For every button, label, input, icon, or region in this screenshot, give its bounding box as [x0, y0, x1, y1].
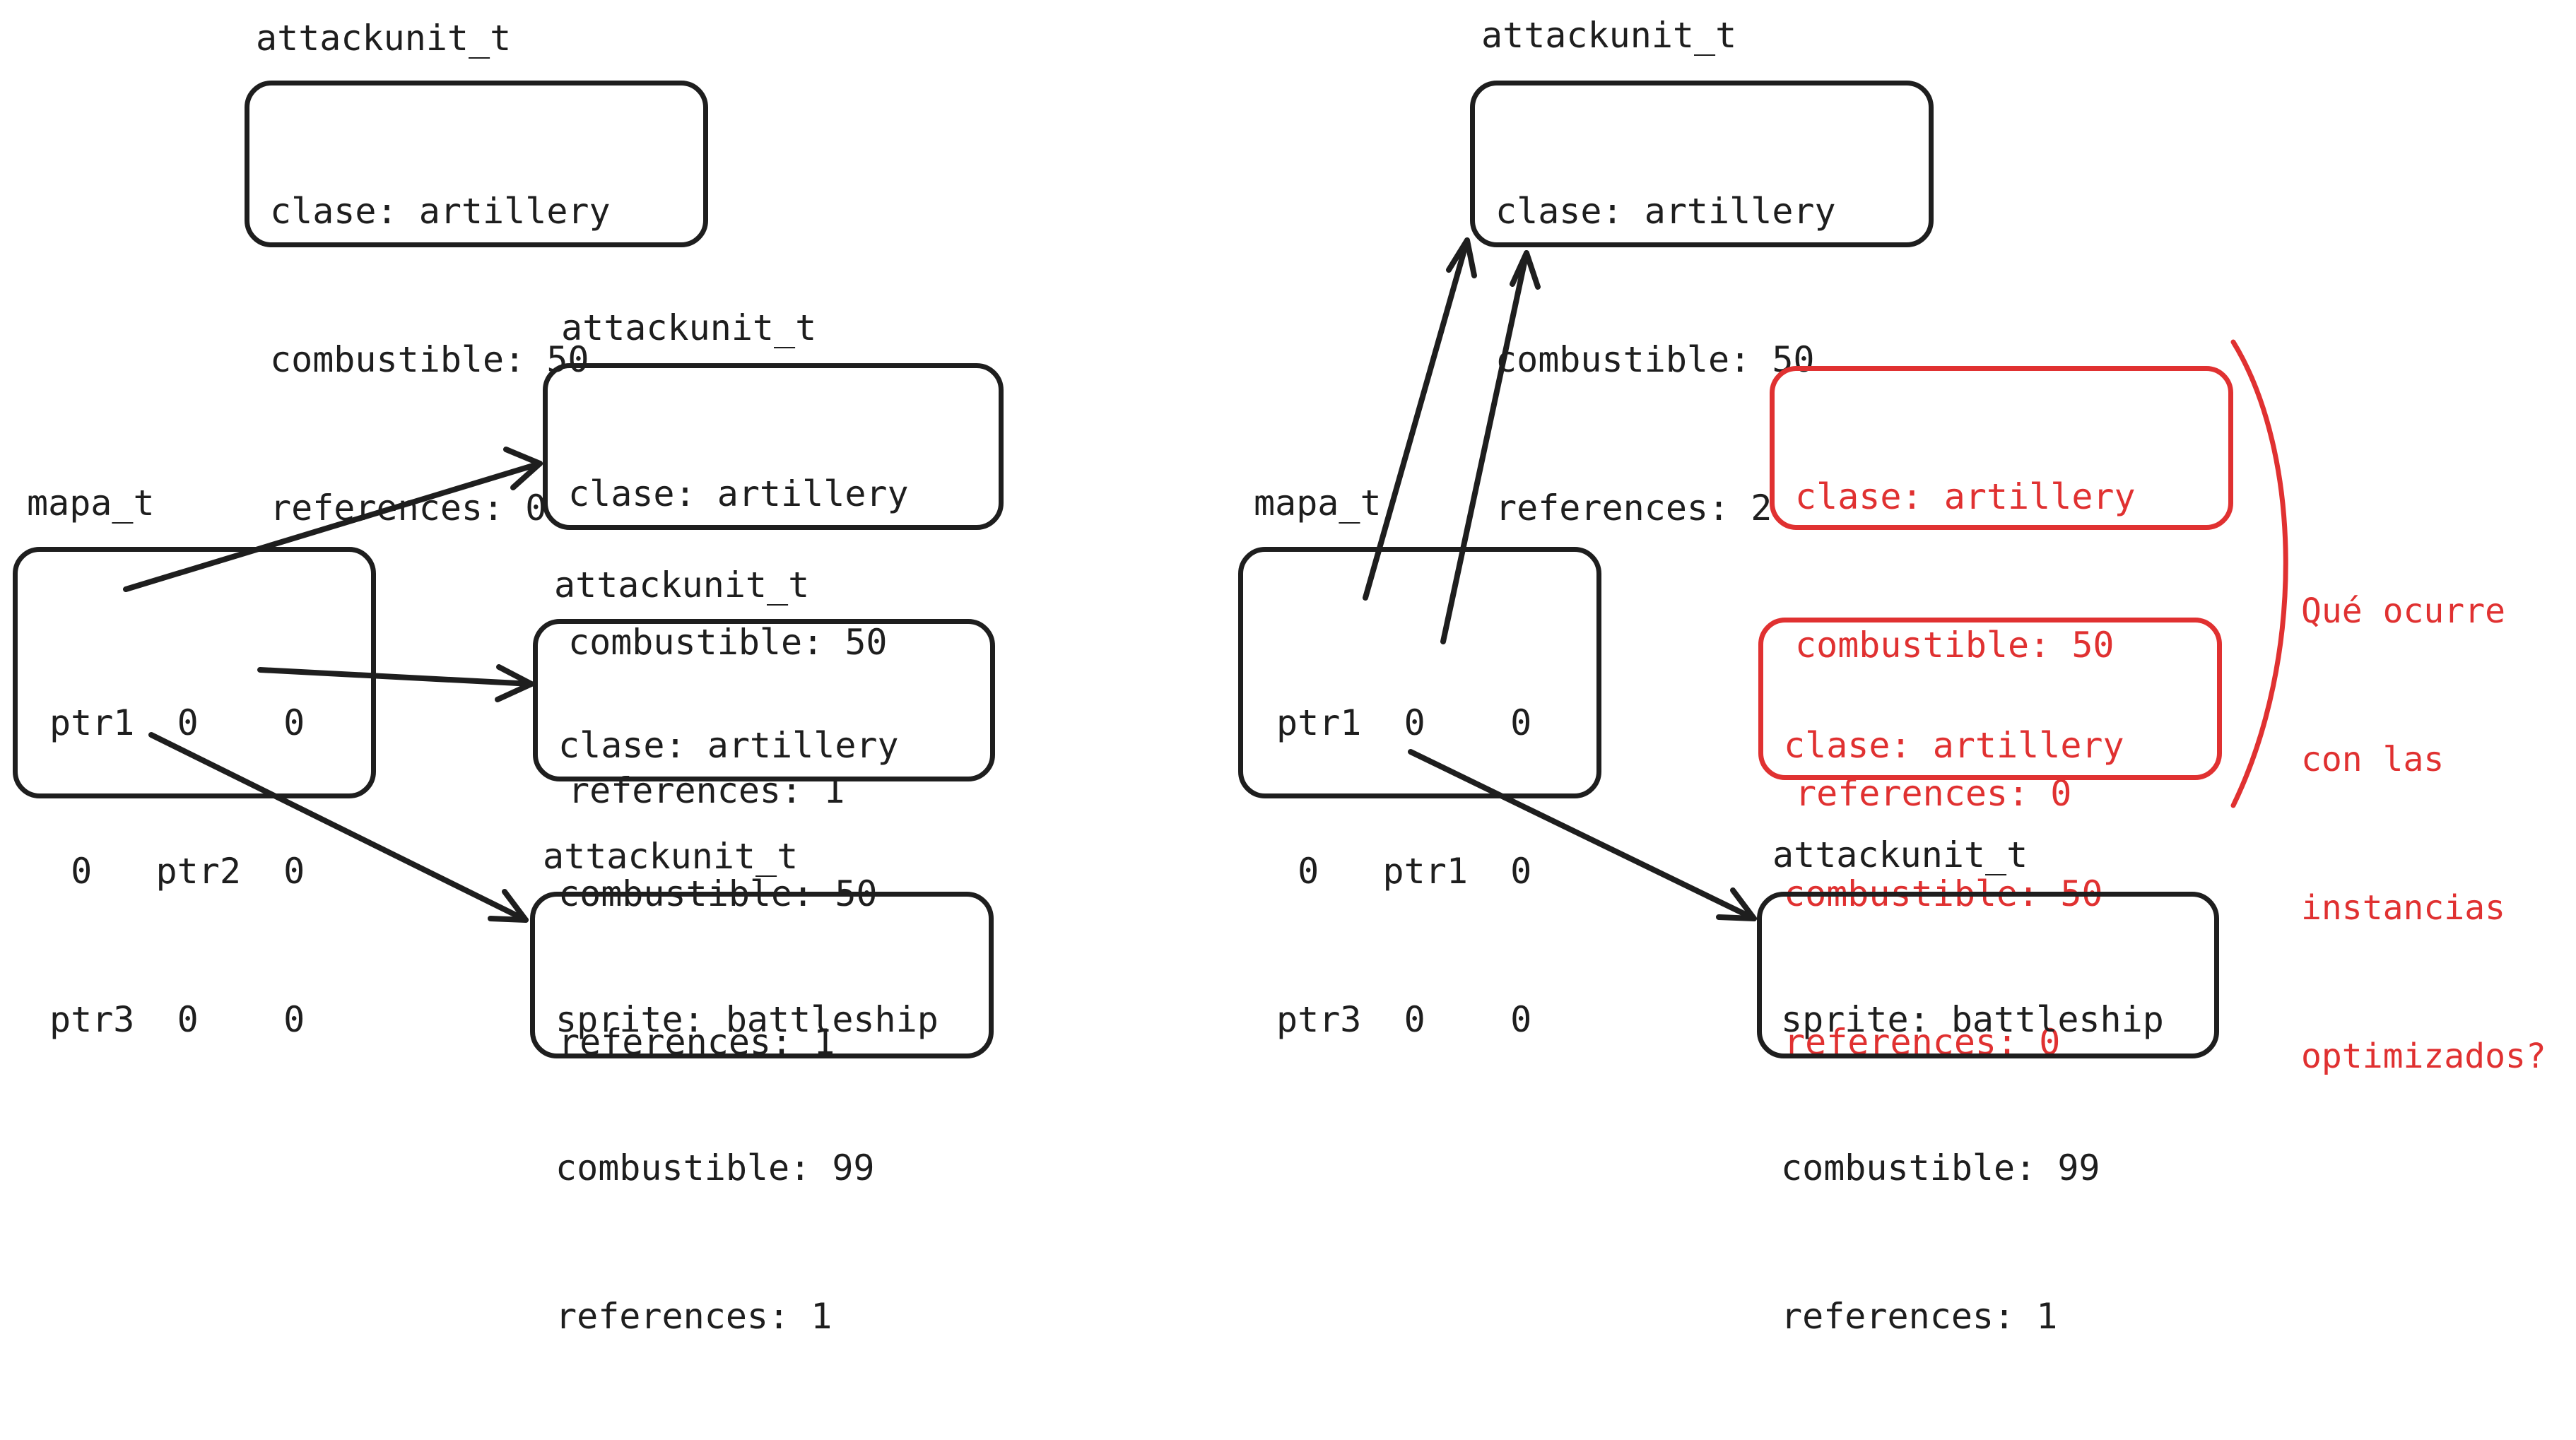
right-top-unit-type-label: attackunit_t — [1481, 15, 1737, 56]
field-combustible: combustible: 50 — [1495, 339, 1815, 380]
left-top-unit-fields: clase: artillery combustible: 50 referen… — [270, 88, 611, 632]
right-map-grid: ptr1 0 0 0 ptr1 0 ptr3 0 0 — [1276, 599, 1531, 1143]
right-top-unit-box — [1470, 81, 1934, 247]
field-clase: clase: artillery — [568, 473, 909, 514]
arrow-ptr1-to-unit-a — [123, 461, 543, 592]
arrowhead — [488, 889, 529, 923]
grid-row-3: ptr3 0 0 — [49, 999, 305, 1040]
grid-row-1: ptr1 0 0 — [1276, 702, 1532, 743]
field-clase: clase: artillery — [1784, 725, 2124, 766]
note-line-3: instancias — [2301, 888, 2505, 928]
arrowhead — [1510, 250, 1541, 290]
field-references: references: 1 — [1781, 1296, 2058, 1337]
arrow-ptr3-to-bottom-unit — [1408, 749, 1757, 921]
note-line-2: con las — [2301, 740, 2445, 779]
field-clase: clase: artillery — [558, 725, 899, 766]
arrow-ptr1-row1-to-top-unit — [1363, 237, 1470, 601]
right-red-unit-2-box — [1758, 618, 2222, 780]
left-map-box — [13, 547, 376, 798]
field-clase: clase: artillery — [1495, 191, 1836, 232]
field-combustible: combustible: 99 — [555, 1147, 875, 1188]
right-top-unit-fields: clase: artillery combustible: 50 referen… — [1495, 88, 1836, 632]
left-map-type-label: mapa_t — [27, 483, 155, 524]
left-unit-c-type-label: attackunit_t — [543, 836, 799, 877]
arrow-ptr1-row2-to-top-unit — [1440, 250, 1529, 644]
field-clase: clase: artillery — [270, 191, 611, 232]
diagram-canvas: attackunit_t clase: artillery combustibl… — [13, 15, 2546, 1337]
left-top-unit-type-label: attackunit_t — [256, 18, 512, 59]
grid-row-2: 0 ptr2 0 — [49, 851, 305, 892]
left-unit-b-box — [533, 619, 995, 781]
grid-row-2: 0 ptr1 0 — [1276, 851, 1532, 892]
arrow-ptr3-to-unit-c — [148, 732, 529, 923]
note-line-1: Qué ocurre — [2301, 591, 2505, 631]
right-bottom-unit-box — [1757, 892, 2219, 1058]
field-combustible: combustible: 50 — [568, 622, 888, 663]
right-red-unit-1-box — [1770, 366, 2233, 530]
field-references: references: 2 — [1495, 488, 1772, 529]
field-combustible: combustible: 99 — [1781, 1147, 2100, 1188]
field-combustible: combustible: 50 — [1795, 625, 2115, 666]
grid-row-3: ptr3 0 0 — [1276, 999, 1532, 1040]
arrowhead — [495, 664, 534, 702]
field-sprite: sprite: battleship — [1781, 999, 2164, 1040]
field-combustible: combustible: 50 — [270, 339, 589, 380]
field-sprite: sprite: battleship — [555, 999, 939, 1040]
left-unit-c-box — [530, 892, 994, 1058]
arrow-ptr2-to-unit-b — [257, 667, 534, 687]
arrowhead — [1446, 237, 1477, 278]
red-bracket — [2230, 339, 2288, 808]
right-map-type-label: mapa_t — [1254, 483, 1382, 524]
field-clase: clase: artillery — [1795, 476, 2136, 517]
right-map-box — [1238, 547, 1601, 798]
grid-row-1: ptr1 0 0 — [49, 702, 305, 743]
arrowhead — [1716, 887, 1757, 921]
left-top-unit-box — [245, 81, 708, 247]
left-unit-a-type-label: attackunit_t — [561, 307, 817, 348]
field-references: references: 1 — [555, 1296, 833, 1337]
right-bottom-unit-type-label: attackunit_t — [1772, 834, 2028, 875]
left-map-grid: ptr1 0 0 0 ptr2 0 ptr3 0 0 — [49, 599, 305, 1143]
left-unit-a-box — [543, 363, 1004, 530]
connector-layer — [123, 237, 2288, 923]
arrowhead — [503, 447, 543, 490]
left-unit-b-type-label: attackunit_t — [554, 565, 810, 606]
